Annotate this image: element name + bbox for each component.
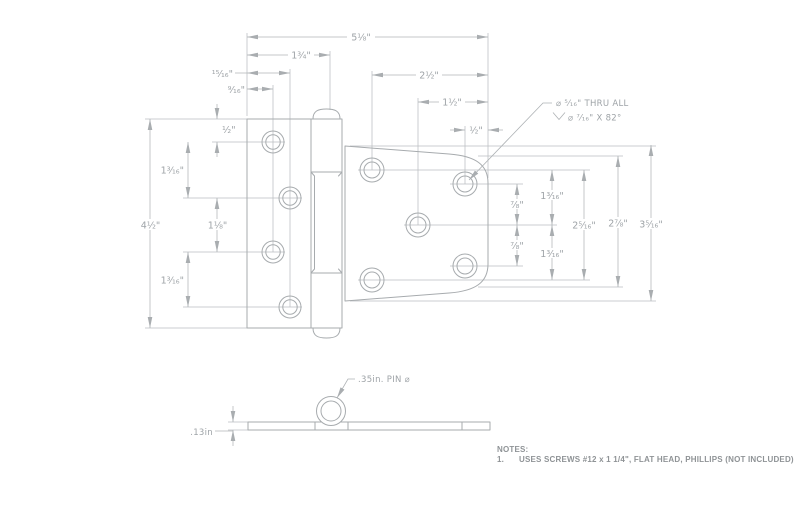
dim-left-pair-span: 2⁵⁄₁₆" [572,221,595,232]
callout-labels: ⌀ ⁵⁄₁₆" THRU ALL ⌀ ⁷⁄₁₆" X 82° .35in. PI… [190,99,628,438]
pin-leader [336,378,355,399]
dim-right-lower-one-three-sixteenths: 1³⁄₁₆" [540,249,563,260]
dim-pin-offset: 1³⁄₄" [291,51,311,62]
strap-leaf-holes [359,157,478,293]
callout-thru-hole: ⌀ ⁵⁄₁₆" THRU ALL [556,99,629,109]
leader-lines [336,102,566,399]
top-view-hinge [246,108,489,339]
side-view-plate [247,421,491,431]
dim-right-lower-seven-eighths: ⁷⁄₈" [510,241,524,252]
callout-pin-diameter: .35in. PIN ⌀ [358,375,410,385]
dim-right-upper-one-three-sixteenths: 1³⁄₁₆" [540,191,563,202]
dim-overall-width: 5¹⁄₈" [351,33,371,44]
side-view-pin [320,400,342,422]
countersink-symbol [552,112,566,121]
extension-lines [145,33,656,431]
dimension-labels: 5¹⁄₈" 1³⁄₄" ¹⁵⁄₁₆" ⁹⁄₁₆" ¹⁄₂" 1³⁄₁₆" 1¹⁄… [141,33,663,287]
label-backgrounds [138,31,666,258]
strap-leaf-outline [344,145,489,302]
dim-strap-mid-hole: 1¹⁄₂" [442,98,462,109]
dim-right-upper-seven-eighths: ⁷⁄₈" [510,200,524,211]
countersink-leader [468,102,552,181]
dim-row2-row3: 1¹⁄₈" [208,221,228,232]
dim-top-margin: ¹⁄₂" [222,125,236,136]
dim-col1-offset: ⁹⁄₁₆" [228,85,245,96]
callout-countersink: ⌀ ⁷⁄₁₆" X 82° [568,114,622,124]
dim-strap-left-holes: 2¹⁄₂" [419,71,439,82]
barrel-top-cap [312,108,341,120]
square-leaf-holes [261,130,302,319]
dim-row1-row2: 1³⁄₁₆" [161,166,184,177]
side-view-hinge [247,396,491,431]
dim-col2-offset: ¹⁵⁄₁₆" [212,69,233,80]
dim-strap-root-height: 3⁵⁄₁₆" [639,220,662,231]
hinge-barrel [310,108,343,339]
notes-title: NOTES: [497,445,528,454]
note-1-text: USES SCREWS #12 x 1 1/4", FLAT HEAD, PHI… [519,455,794,464]
dim-leaf-height: 4¹⁄₂" [141,221,161,232]
notes-block: NOTES: 1. USES SCREWS #12 x 1 1/4", FLAT… [497,445,794,464]
square-leaf-outline [246,118,312,329]
dim-strap-right-holes: ¹⁄₂" [469,126,483,137]
note-1-number: 1. [497,455,504,464]
dim-strap-end-height: 2⁷⁄₈" [608,219,628,230]
callout-thickness: .13in [190,428,213,438]
barrel-bottom-cap [312,327,341,339]
dim-row3-row4: 1³⁄₁₆" [161,276,184,287]
